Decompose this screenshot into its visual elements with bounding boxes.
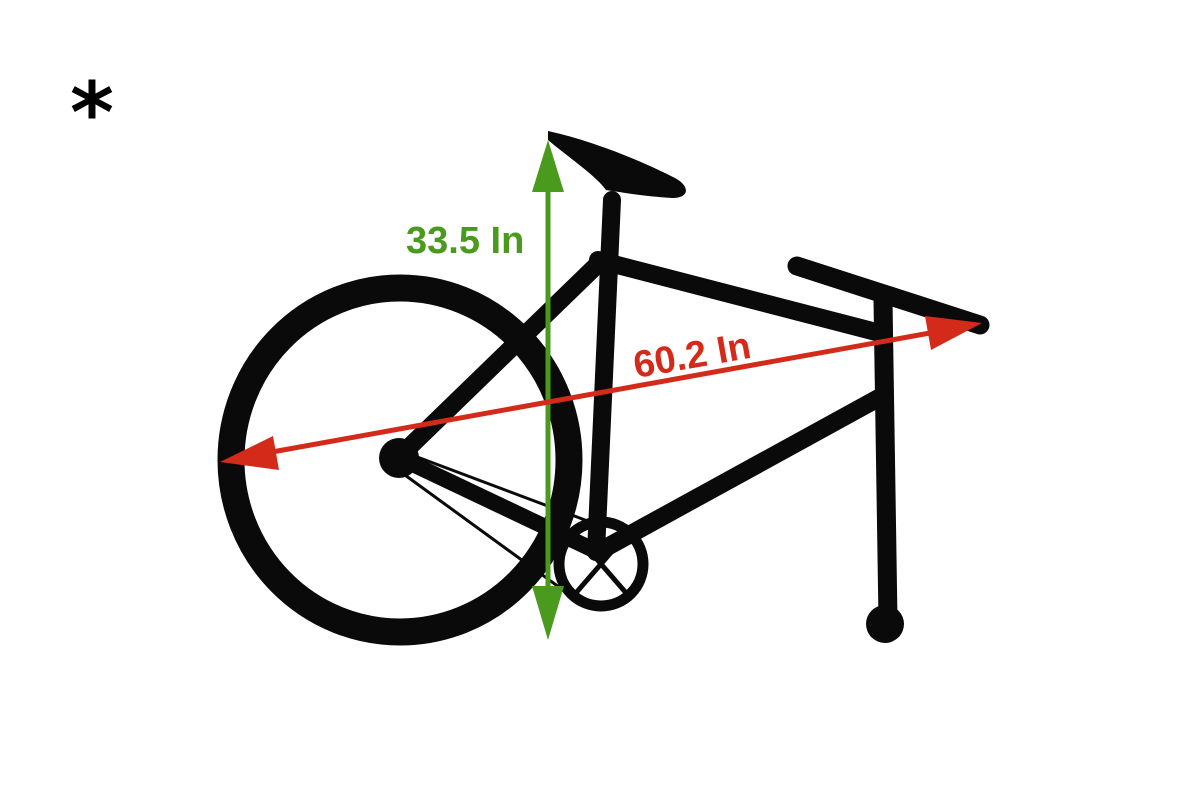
length-arrow-left-head [220,436,279,470]
down-tube [589,386,893,561]
height-dimension: 33.5 In [406,140,564,640]
height-label: 33.5 In [406,220,524,262]
length-arrow-right-head [925,316,982,350]
front-hub [866,605,904,643]
chainring [553,516,649,612]
height-arrow-top-head [532,140,564,192]
crank-spoke-b [572,531,630,597]
height-arrow-bottom-head [532,586,564,640]
top-tube [589,251,889,342]
front-fork [873,290,898,630]
chain-lower [396,468,565,592]
asterisk-marker: * [70,64,114,162]
chain-upper [402,450,587,522]
length-arrow-shaft [271,330,931,455]
handlebar [787,256,990,335]
folded-bicycle-icon [217,131,990,646]
saddle [548,131,686,198]
